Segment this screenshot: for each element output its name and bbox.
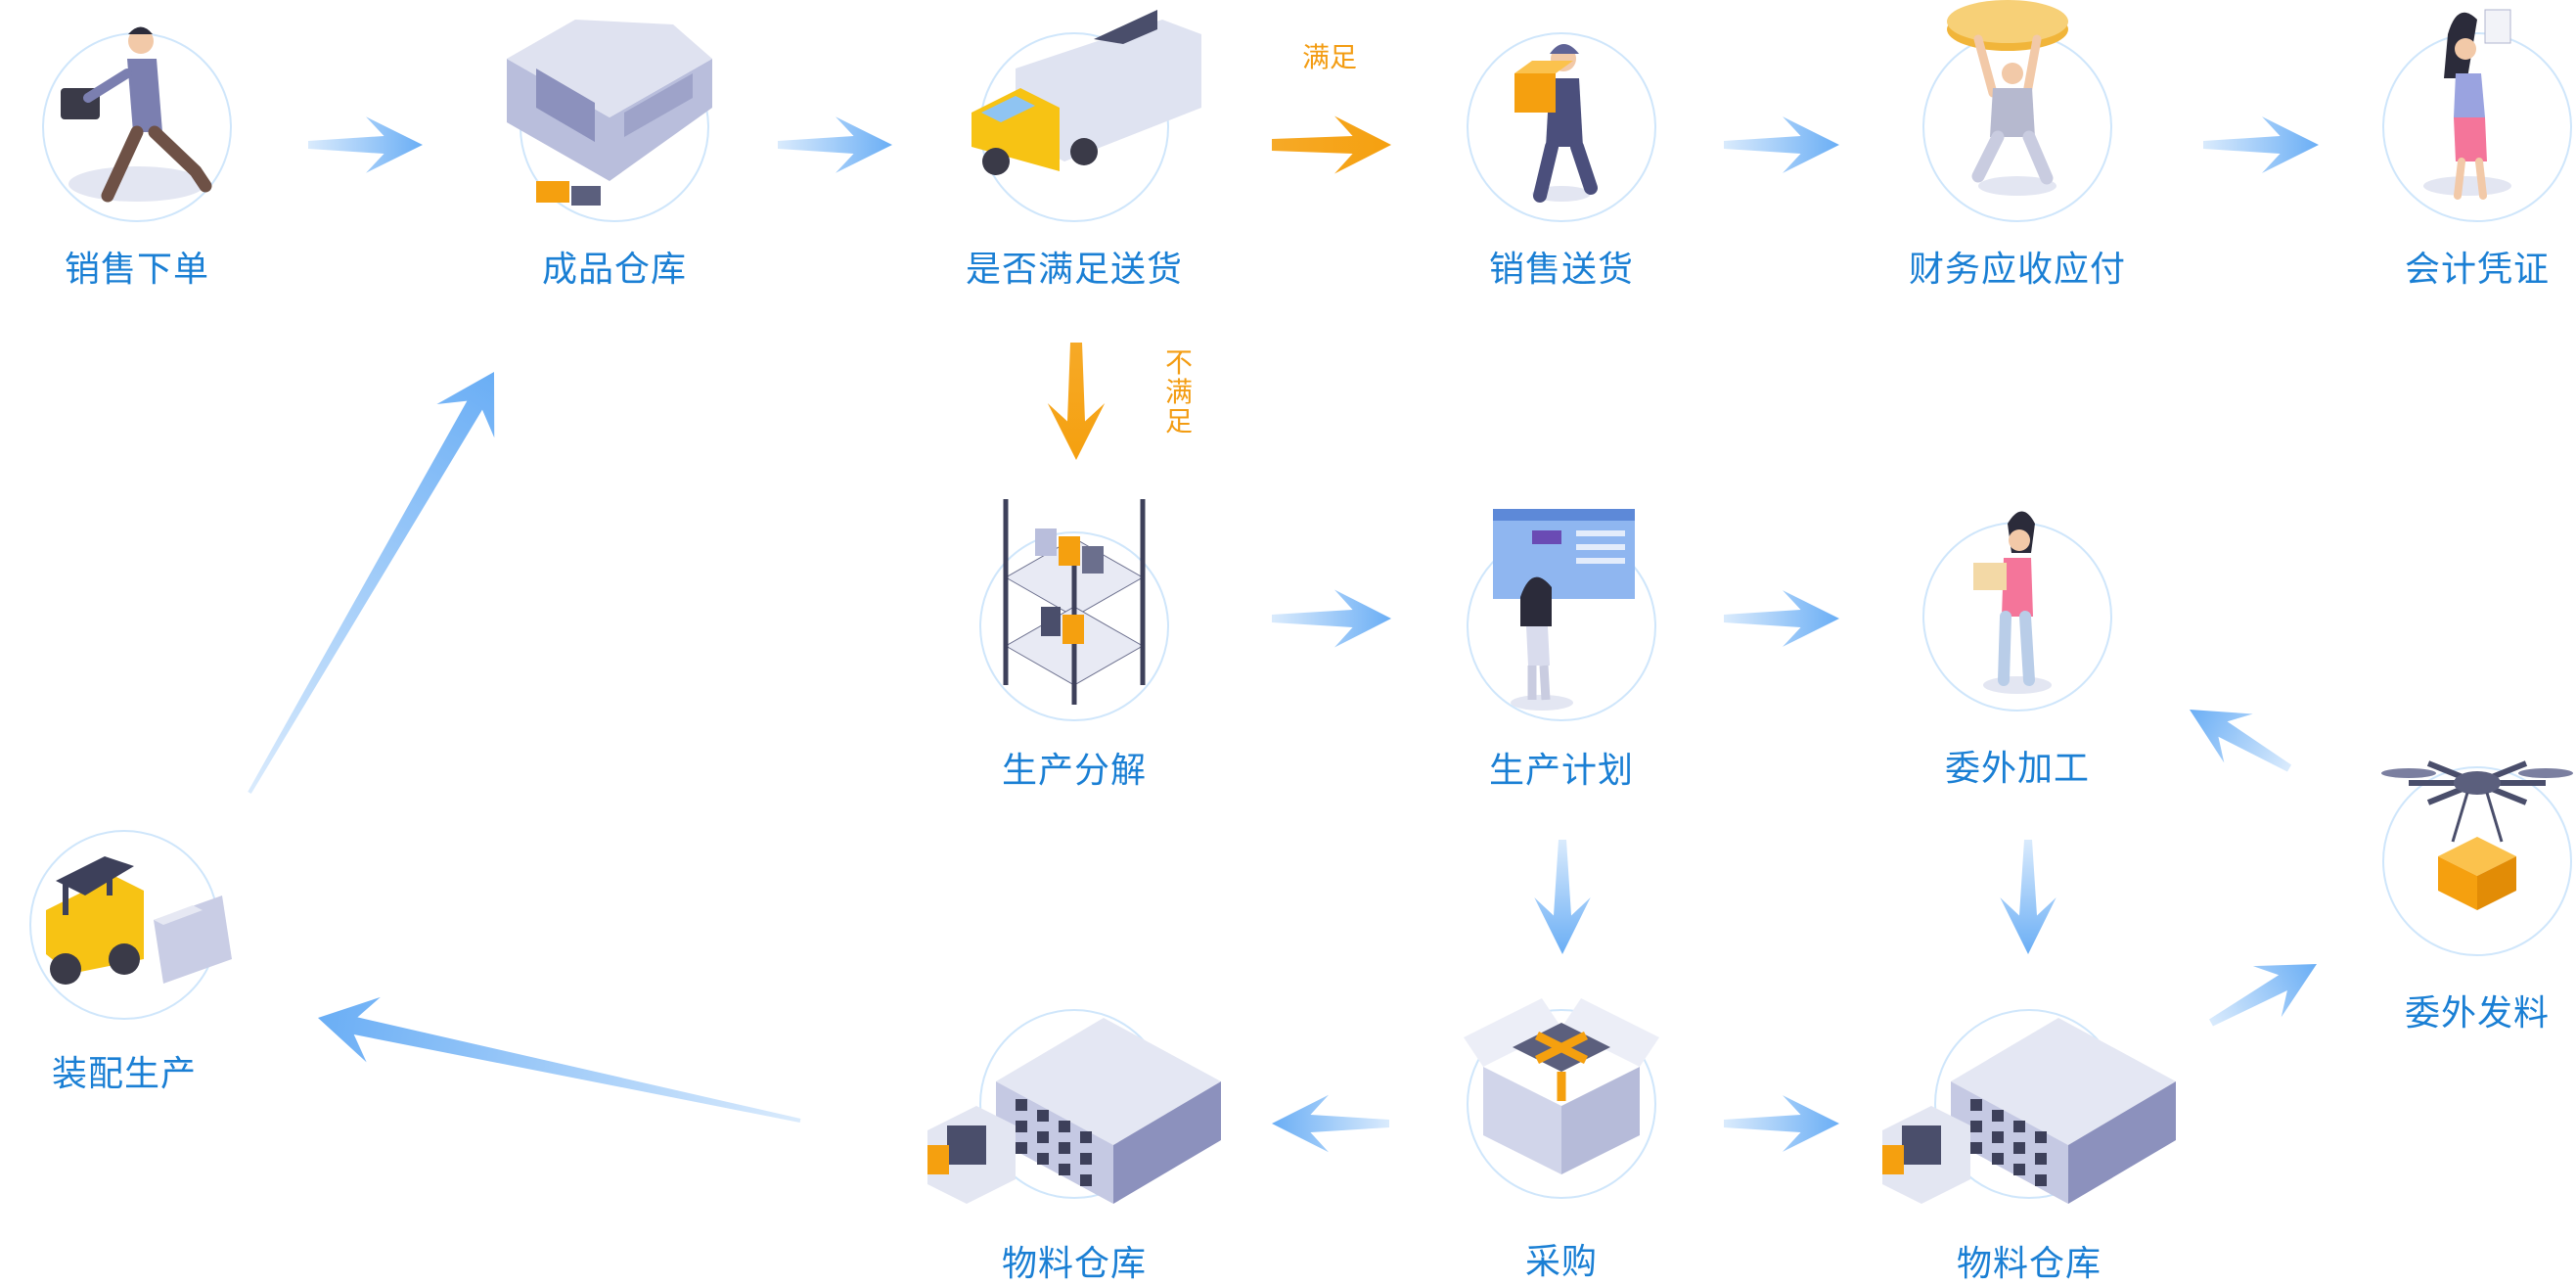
circle-out-material — [2382, 766, 2572, 956]
arrow-purchase-to-left-warehouse — [1272, 1094, 1389, 1153]
arrow-decompose-to-plan — [1272, 589, 1391, 648]
node-label-sales-order: 销售下单 — [64, 250, 210, 290]
node-label-purchase: 采购 — [1524, 1242, 1599, 1282]
arrow-order-to-warehouse — [308, 116, 423, 173]
arrow-assembly-to-finished — [248, 372, 495, 795]
drone-icon — [2381, 760, 2573, 910]
arrow-out-material-to-outsource — [2189, 709, 2292, 772]
arrow-warehouse-to-check — [778, 116, 892, 173]
node-label-finished-warehouse: 成品仓库 — [541, 250, 688, 290]
note-satisfied: 满足 — [1302, 41, 1358, 73]
node-label-outsource: 委外加工 — [1944, 749, 2091, 789]
businessman-running-icon — [61, 26, 212, 203]
note-not-satisfied: 不满足 — [1164, 346, 1193, 437]
arrow-purchase-to-warehouse — [1724, 1095, 1839, 1152]
delivery-truck-icon — [972, 10, 1201, 175]
arrow-check-to-delivery — [1272, 115, 1391, 174]
shelf-icon — [1003, 499, 1146, 705]
node-label-out-material: 委外发料 — [2404, 993, 2551, 1033]
arrow-delivery-to-finance — [1724, 116, 1839, 173]
forklift-icon — [46, 856, 232, 985]
node-label-voucher: 会计凭证 — [2404, 250, 2551, 290]
arrow-outsource-to-warehouse — [2000, 840, 2056, 954]
node-label-sales-delivery: 销售送货 — [1488, 250, 1635, 290]
arrow-plan-to-purchase — [1534, 840, 1591, 954]
circle-sales-delivery — [1467, 32, 1656, 222]
courier-icon — [1514, 44, 1598, 203]
node-label-plan: 生产计划 — [1488, 751, 1635, 791]
node-label-delivery-check: 是否满足送货 — [965, 250, 1184, 290]
accountant-icon — [2423, 9, 2511, 200]
node-label-decompose: 生产分解 — [1001, 751, 1148, 791]
building-icon — [1882, 1018, 2176, 1204]
building-icon — [927, 1018, 1221, 1204]
package-icon — [1464, 998, 1659, 1174]
arrow-warehouse-to-out-material — [2209, 963, 2318, 1027]
circle-purchase — [1467, 1009, 1656, 1199]
circle-decompose — [979, 531, 1169, 721]
arrow-check-to-decompose — [1047, 343, 1106, 460]
circle-voucher — [2382, 32, 2572, 222]
warehouse-icon — [507, 20, 712, 206]
node-label-warehouse-left: 物料仓库 — [1001, 1244, 1148, 1284]
arrow-finance-to-voucher — [2203, 116, 2319, 173]
arrow-plan-to-outsource — [1724, 590, 1839, 647]
node-label-finance: 财务应收应付 — [1908, 250, 2127, 290]
coin-icon — [1947, 0, 2068, 196]
arrow-warehouse-to-assembly — [317, 996, 801, 1123]
node-label-assembly: 装配生产 — [51, 1054, 198, 1094]
planning-board-icon — [1493, 509, 1635, 711]
worker-box-icon — [1973, 511, 2052, 694]
node-label-warehouse-right: 物料仓库 — [1956, 1244, 2102, 1284]
